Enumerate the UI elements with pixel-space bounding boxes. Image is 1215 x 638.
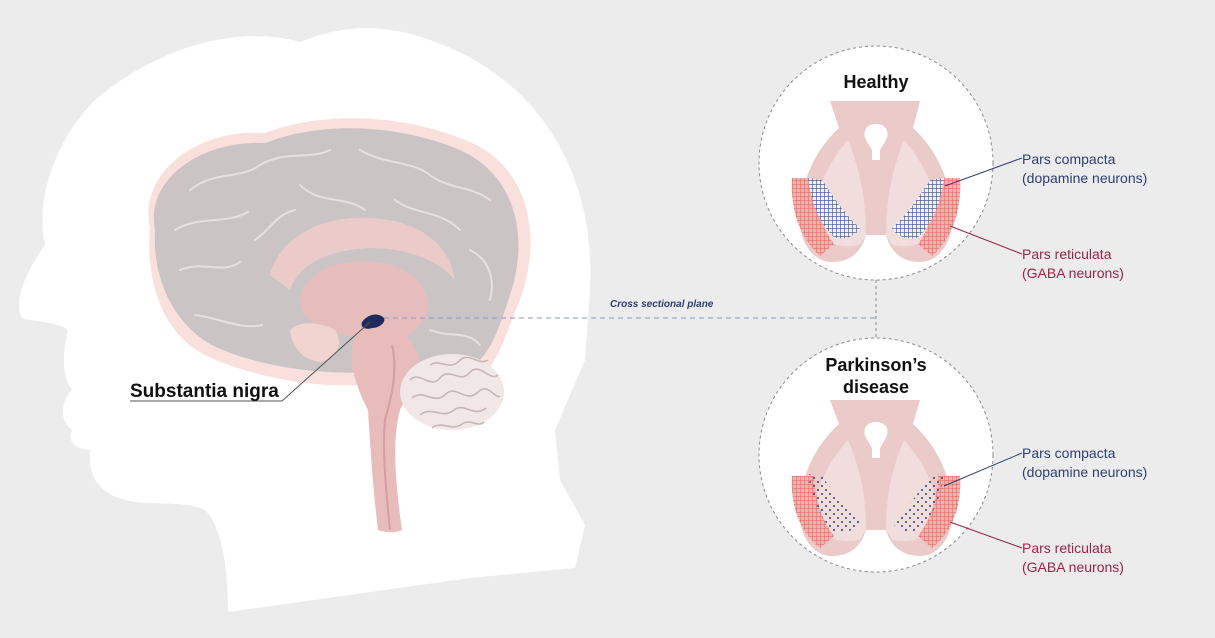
pd-compacta-label-1: Pars compacta [1022,445,1116,461]
pd-reticulata-label-1: Pars reticulata [1022,540,1112,556]
pd-compacta-label-2: (dopamine neurons) [1022,464,1147,480]
healthy-reticulata-label-1: Pars reticulata [1022,246,1112,262]
cross-sectional-plane-label: Cross sectional plane [610,299,714,310]
pd-reticulata-label-2: (GABA neurons) [1022,559,1124,575]
healthy-compacta-label-2: (dopamine neurons) [1022,170,1147,186]
healthy-reticulata-label-2: (GABA neurons) [1022,265,1124,281]
cerebellum [400,354,504,430]
healthy-compacta-label-1: Pars compacta [1022,151,1116,167]
substantia-nigra-label: Substantia nigra [130,381,279,402]
parkinsons-title-line2: disease [843,377,909,397]
parkinsons-title-line1: Parkinson’s [825,355,926,375]
healthy-title: Healthy [843,72,908,92]
